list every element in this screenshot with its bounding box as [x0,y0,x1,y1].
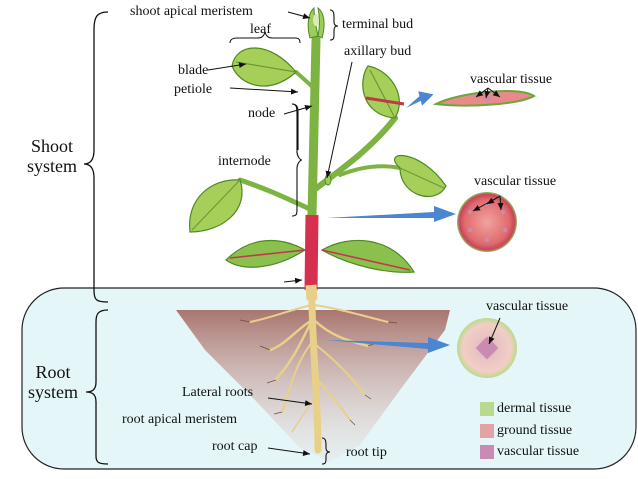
legend-label-ground: ground tissue [497,423,573,438]
leaf-right-middle [393,155,447,197]
legend-swatch-dermal [480,402,494,416]
label-root-apical-meristem: root apical meristem [122,412,238,427]
root-system-line-2: system [27,382,78,402]
roots [249,296,389,454]
label-leaf: leaf [250,22,271,37]
label-node: node [248,106,276,121]
label-axillary-bud: axillary bud [344,44,412,59]
legend-swatch-vascular [480,445,494,459]
legend-swatch-ground [480,424,494,438]
legend-dermal-tissue: dermal tissue [480,401,571,417]
leaf-cut-line [365,96,405,106]
leader-lines [207,11,504,456]
label-shoot-system: Shoot system [22,136,82,176]
axillary-bud [324,174,332,186]
stem [307,35,321,220]
root-system-brace [85,309,109,465]
stem-cross-section [457,192,517,252]
leaf-cross-section [432,89,536,107]
root-hairs [239,319,398,426]
root-system-line-1: Root [35,362,71,382]
label-petiole: petiole [174,82,213,97]
legend-label-dermal: dermal tissue [497,401,572,416]
leaves [189,47,447,273]
label-internode: internode [218,154,271,169]
small-braces [291,9,339,465]
label-blade: blade [178,63,209,78]
label-root-tip: root tip [346,445,387,460]
label-vascular-tissue-stem: vascular tissue [474,174,557,189]
label-lateral-roots: Lateral roots [182,385,254,400]
leaf-lower-right [320,239,416,273]
label-shoot-apical-meristem: shoot apical meristem [130,4,253,19]
label-root-cap: root cap [212,439,258,454]
label-terminal-bud: terminal bud [342,17,414,32]
legend-label-vascular: vascular tissue [497,444,580,459]
shoot-system-brace [83,11,109,303]
terminal-bud [307,6,325,39]
legend-ground-tissue: ground tissue [480,423,572,439]
stem-base [305,284,318,301]
stem-vascular-bundles [467,201,508,243]
label-vascular-tissue-root: vascular tissue [486,299,569,314]
blue-arrows [326,91,456,353]
shoot-system-line-2: system [26,156,77,176]
label-vascular-tissue-leaf: vascular tissue [470,72,553,87]
label-root-system: Root system [22,362,84,402]
legend-vascular-tissue: vascular tissue [480,444,579,460]
shoot-system-line-1: Shoot [30,136,73,156]
stem-red-section [304,214,319,291]
branches [237,70,402,213]
